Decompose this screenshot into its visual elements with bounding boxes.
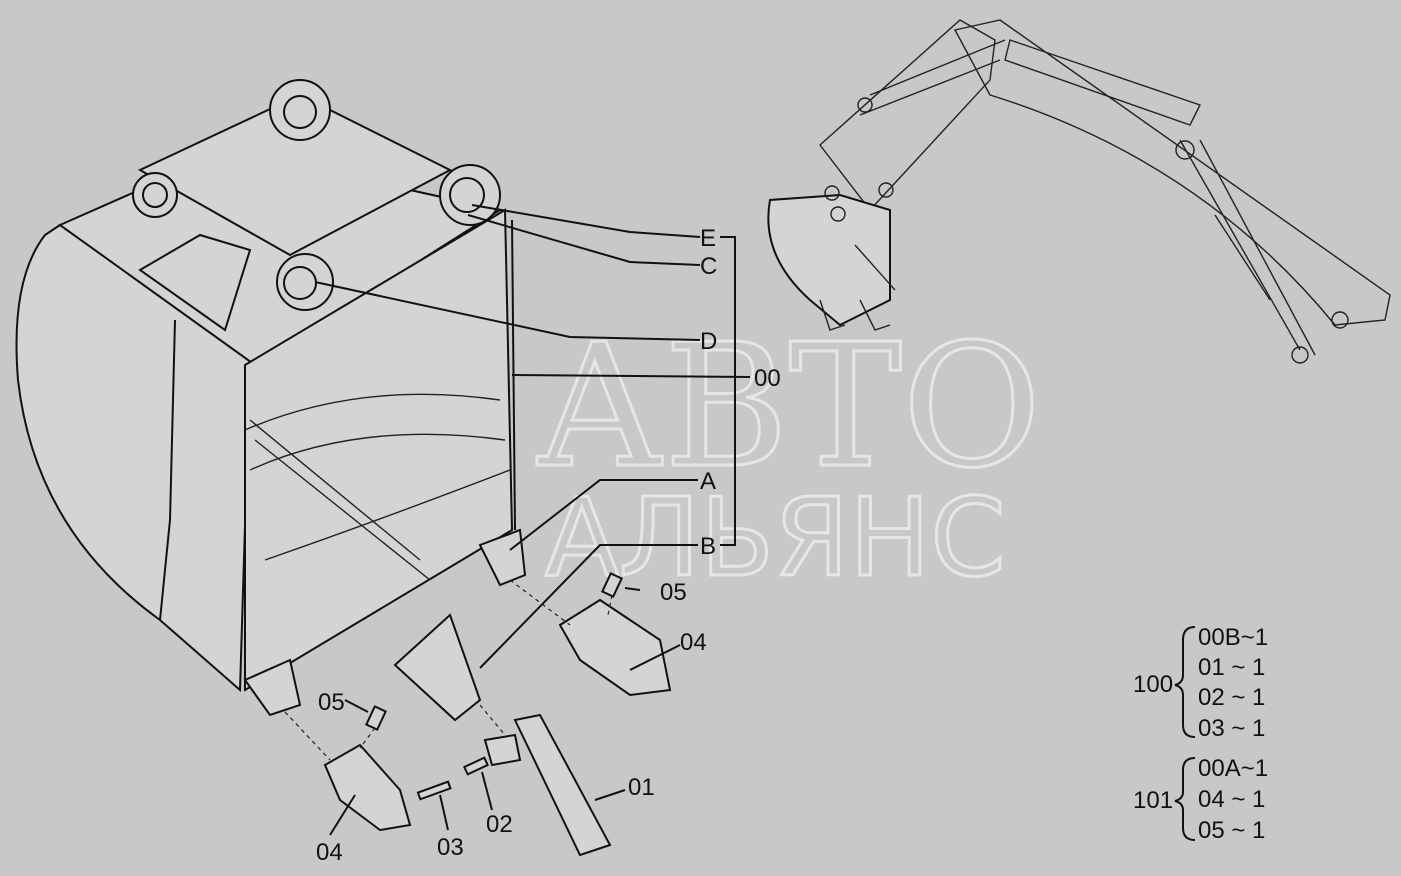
callout-05-right: 05 bbox=[660, 579, 687, 606]
callout-A: A bbox=[700, 468, 716, 495]
tooth-point-04-left bbox=[323, 743, 412, 832]
callout-03: 03 bbox=[437, 834, 464, 861]
lock-05-left bbox=[365, 705, 387, 731]
bucket-drawing bbox=[15, 79, 527, 722]
kit-100-item: 00B~1 bbox=[1198, 624, 1268, 651]
callout-D: D bbox=[700, 328, 717, 355]
kit-100-brace bbox=[1174, 626, 1196, 738]
excavator-arm-inset bbox=[767, 19, 1391, 364]
arm bbox=[819, 19, 996, 212]
watermark-line1: АВТО bbox=[535, 308, 1041, 506]
callout-C: C bbox=[700, 253, 717, 280]
leader-lines bbox=[314, 204, 751, 836]
callout-labels: E C D 00 A B 05 04 05 04 03 02 01 bbox=[316, 225, 781, 866]
tooth-point-04-right bbox=[558, 598, 672, 697]
callout-04-right: 04 bbox=[680, 629, 707, 656]
kit-101-item: 00A~1 bbox=[1198, 755, 1268, 782]
kit-table-101: 101 00A~1 04 ~ 1 05 ~ 1 bbox=[1133, 755, 1268, 844]
pin-boss-c-e bbox=[439, 164, 501, 226]
bucket-side-shell bbox=[15, 223, 252, 693]
pin-boss-top-right bbox=[269, 79, 331, 141]
lock-05-right bbox=[601, 572, 623, 598]
adapter-02 bbox=[483, 733, 522, 767]
callout-01: 01 bbox=[628, 774, 655, 801]
kit-100-item: 03 ~ 1 bbox=[1198, 715, 1265, 742]
pin-boss-top-left bbox=[132, 172, 178, 218]
kit-100-item: 01 ~ 1 bbox=[1198, 654, 1265, 681]
pin-boss-d bbox=[276, 253, 334, 311]
kit-101-id: 101 bbox=[1133, 787, 1173, 814]
tooth-point-01 bbox=[513, 713, 612, 857]
bucket-mount-bracket bbox=[137, 93, 453, 257]
boom bbox=[953, 19, 1391, 326]
loose-parts bbox=[323, 572, 672, 857]
kit-101-item: 04 ~ 1 bbox=[1198, 786, 1265, 813]
watermark: АВТО АЛЬЯНС bbox=[197, 307, 1043, 603]
bucket-rib bbox=[138, 233, 252, 332]
tooth-adapter-left bbox=[243, 658, 302, 717]
tooth-adapter-right bbox=[478, 528, 527, 587]
kit-100-item: 02 ~ 1 bbox=[1198, 684, 1265, 711]
kit-101-item: 05 ~ 1 bbox=[1198, 817, 1265, 844]
callout-02: 02 bbox=[486, 811, 513, 838]
kit-100-id: 100 bbox=[1133, 671, 1173, 698]
callout-04-left: 04 bbox=[316, 839, 343, 866]
callout-B: B bbox=[700, 533, 716, 560]
kit-101-brace bbox=[1174, 757, 1196, 841]
callout-05-left: 05 bbox=[318, 689, 345, 716]
kit-table-100: 100 00B~1 01 ~ 1 02 ~ 1 03 ~ 1 bbox=[1133, 624, 1268, 742]
assembly-guides bbox=[284, 579, 613, 761]
pin-02 bbox=[463, 756, 489, 776]
pin-03 bbox=[416, 780, 452, 801]
callout-00: 00 bbox=[754, 365, 781, 392]
inset-bucket bbox=[767, 193, 891, 327]
tooth-adapter-center bbox=[393, 613, 482, 722]
cylinder bbox=[1004, 39, 1201, 126]
callout-E: E bbox=[700, 225, 716, 252]
